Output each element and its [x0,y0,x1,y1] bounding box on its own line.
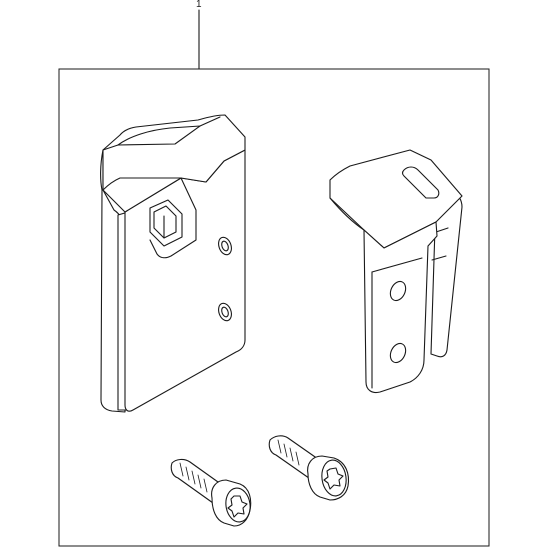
screw-right [268,435,350,501]
hinge-bracket [329,149,463,394]
mounting-block [100,114,246,413]
callout-number: 1 [196,0,202,10]
screw-left [170,458,252,527]
kit-frame [58,68,490,547]
